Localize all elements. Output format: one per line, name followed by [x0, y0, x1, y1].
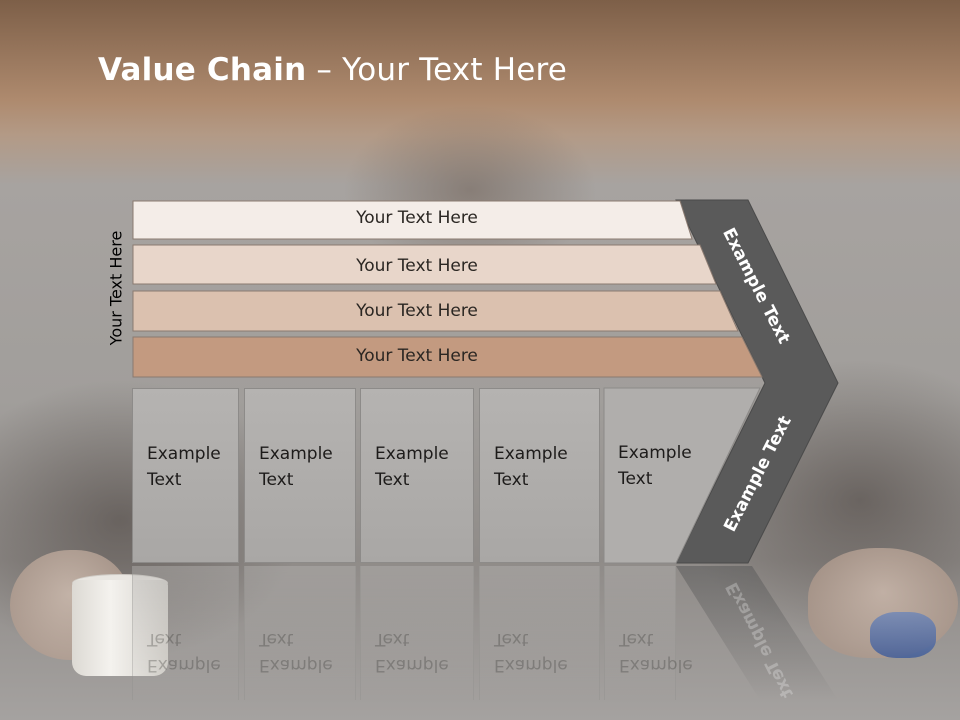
primary-column-3[interactable]: Example Text: [360, 388, 474, 563]
primary-column-1[interactable]: Example Text: [132, 388, 239, 563]
primary-column-1-reflection: Example Text: [132, 566, 239, 700]
chevron-reflection: [676, 566, 838, 700]
support-bar-2-label: Your Text Here: [356, 256, 478, 276]
primary-column-4-reflection: Example Text: [479, 566, 600, 700]
support-bar-3[interactable]: [132, 290, 739, 332]
support-bar-4-label: Your Text Here: [356, 346, 478, 366]
primary-column-3-reflection: Example Text: [360, 566, 474, 700]
primary-column-2-reflection-text: Example Text: [259, 629, 333, 675]
primary-column-4[interactable]: Example Text: [479, 388, 600, 563]
support-bar-2[interactable]: [132, 244, 717, 285]
support-bar-1[interactable]: [132, 200, 693, 240]
primary-column-2-reflection: Example Text: [244, 566, 356, 700]
primary-column-2[interactable]: Example Text: [244, 388, 356, 563]
coffee-cup-image: [72, 580, 168, 676]
computer-mouse-image: [870, 612, 936, 658]
primary-column-5-text: Example Text: [618, 443, 692, 489]
primary-column-4-reflection-text: Example Text: [494, 629, 568, 675]
title-bold: Value Chain: [98, 52, 307, 88]
primary-column-5[interactable]: Example Text: [604, 388, 692, 563]
support-bar-4[interactable]: [132, 336, 763, 378]
primary-column-3-reflection-text: Example Text: [375, 629, 449, 675]
primary-column-1-reflection-text: Example Text: [147, 629, 221, 675]
support-bar-1-label: Your Text Here: [356, 208, 478, 228]
chevron-arrow[interactable]: [675, 199, 839, 564]
primary-column-5-reflection-text: Example Text: [619, 629, 693, 675]
support-bar-3-label: Your Text Here: [356, 301, 478, 321]
primary-column-2-text: Example Text: [259, 444, 333, 490]
primary-column-1-text: Example Text: [147, 444, 221, 490]
primary-column-3-text: Example Text: [375, 444, 449, 490]
title-rest: – Your Text Here: [306, 52, 568, 88]
primary-column-5-shape: [603, 387, 761, 564]
slide-title[interactable]: Value Chain – Your Text Here: [98, 52, 567, 88]
primary-column-4-text: Example Text: [494, 444, 568, 490]
primary-column-5-reflection: Example Text: [604, 566, 693, 700]
